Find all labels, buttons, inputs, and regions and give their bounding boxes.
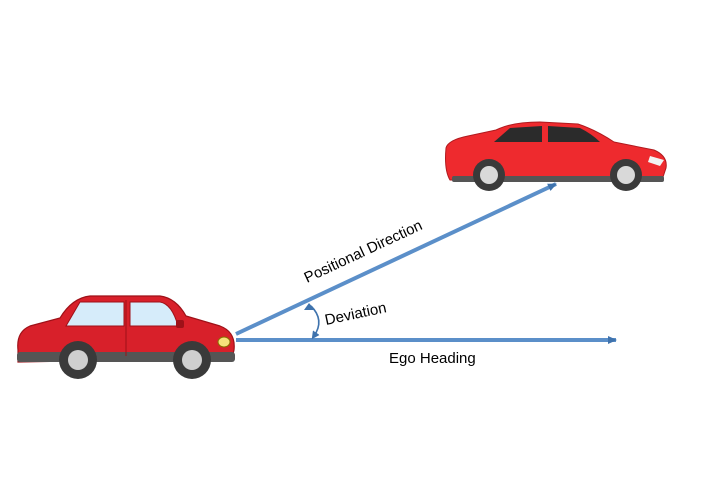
deviation-arc-start-arrow	[304, 303, 315, 310]
ego-heading-label: Ego Heading	[389, 350, 476, 367]
ego-vehicle-icon	[17, 295, 235, 379]
target-vehicle-icon	[445, 121, 667, 191]
deviation-arc	[310, 305, 320, 340]
positional-direction-arrow	[235, 182, 557, 336]
deviation-label: Deviation	[323, 299, 388, 329]
